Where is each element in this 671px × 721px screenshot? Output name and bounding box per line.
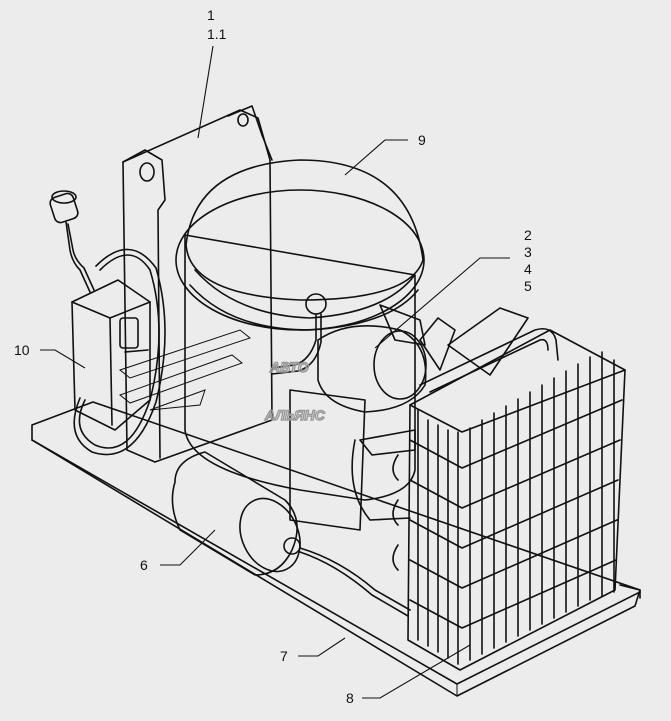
relay-panel bbox=[122, 105, 273, 463]
label-8: 8 bbox=[346, 690, 354, 706]
label-6: 6 bbox=[140, 557, 148, 573]
compressor-body bbox=[175, 159, 425, 501]
label-1: 1 bbox=[207, 7, 215, 23]
callout-labels: 1 1.1 9 2 3 4 5 10 6 7 8 bbox=[14, 7, 532, 706]
label-5: 5 bbox=[524, 278, 532, 294]
leader-lines bbox=[40, 45, 510, 699]
label-1-1: 1.1 bbox=[207, 26, 227, 42]
starter-relay-box bbox=[71, 279, 151, 431]
base-plate bbox=[31, 401, 641, 697]
label-3: 3 bbox=[524, 244, 532, 260]
label-2: 2 bbox=[524, 227, 532, 243]
fan-assembly bbox=[289, 304, 529, 531]
label-9: 9 bbox=[418, 132, 426, 148]
watermark-line-1: АВТО bbox=[269, 359, 309, 375]
label-4: 4 bbox=[524, 261, 532, 277]
filter-drier bbox=[171, 451, 411, 617]
label-10: 10 bbox=[14, 342, 30, 358]
service-tube bbox=[271, 293, 327, 375]
watermark: АВТО АЛЬЯНС bbox=[118, 329, 326, 424]
watermark-line-2: АЛЬЯНС bbox=[264, 407, 326, 423]
label-7: 7 bbox=[280, 648, 288, 664]
condenser bbox=[392, 327, 626, 671]
power-cord bbox=[49, 190, 166, 456]
